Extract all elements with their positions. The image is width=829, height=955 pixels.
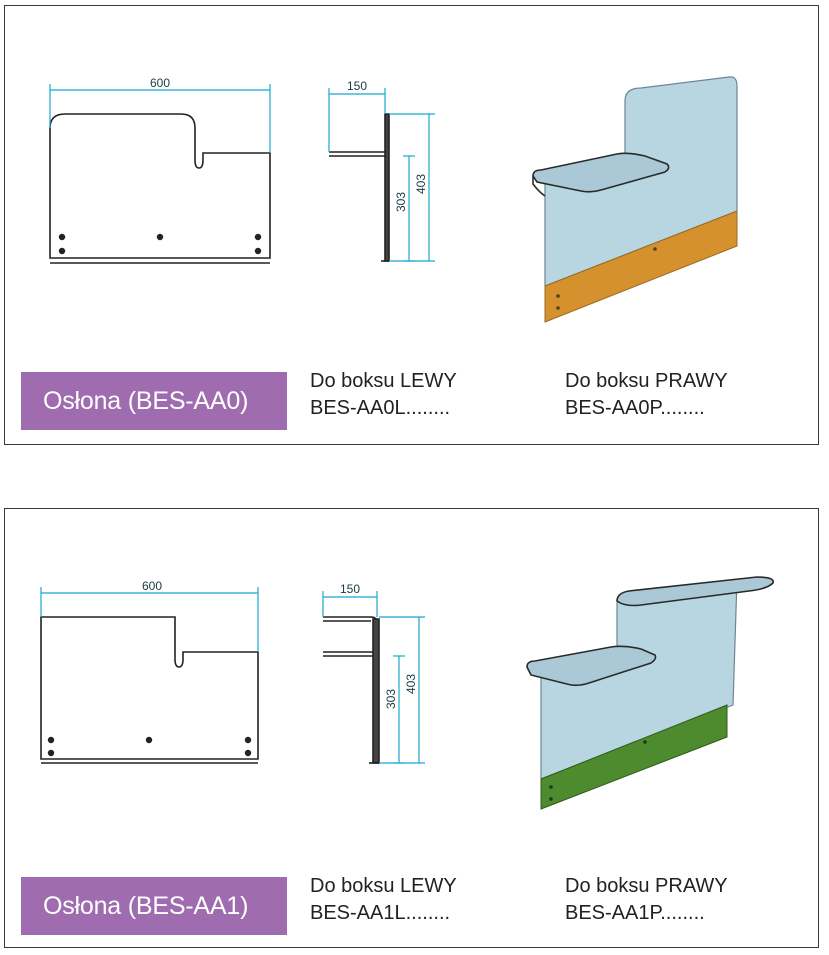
- width-dimension: [49, 84, 271, 153]
- right-variant-label: Do boksu PRAWY BES-AA1P........: [565, 873, 728, 927]
- width-dimension-label: 600: [150, 76, 170, 90]
- side-view-drawing: [323, 616, 380, 764]
- base-strip: [540, 704, 728, 810]
- outer-height-label: 403: [404, 674, 418, 694]
- left-variant-title: Do boksu LEWY: [310, 370, 457, 392]
- side-view-drawing: [329, 113, 390, 262]
- front-view-drawing: [49, 113, 271, 264]
- technical-drawings: 600 150 303 403: [40, 576, 774, 810]
- left-variant-label: Do boksu LEWY BES-AA0L........: [310, 368, 457, 422]
- product-badge: Osłona (BES-AA1): [21, 877, 287, 935]
- product-render: [526, 576, 774, 810]
- front-view-drawing: [40, 616, 259, 764]
- outer-height-label: 403: [414, 174, 428, 194]
- right-variant-title: Do boksu PRAWY: [565, 875, 728, 897]
- inner-height-label: 303: [394, 192, 408, 212]
- base-strip: [544, 210, 738, 323]
- product-panel-bes-aa0: 600 150 303 403: [4, 5, 819, 445]
- right-variant-title: Do boksu PRAWY: [565, 370, 728, 392]
- product-panel-bes-aa1: 600 150 303 403: [4, 508, 819, 948]
- side-dimensions: [322, 591, 425, 764]
- right-variant-code: BES-AA0P........: [565, 397, 705, 419]
- technical-drawings: 600 150 303 403: [49, 76, 738, 323]
- right-variant-code: BES-AA1P........: [565, 902, 705, 924]
- product-render: [532, 76, 738, 323]
- left-variant-label: Do boksu LEWY BES-AA1L........: [310, 873, 457, 927]
- inner-height-label: 303: [384, 689, 398, 709]
- product-badge: Osłona (BES-AA0): [21, 372, 287, 430]
- width-dimension: [40, 587, 259, 652]
- depth-dimension-label: 150: [340, 582, 360, 596]
- left-variant-code: BES-AA1L........: [310, 902, 451, 924]
- right-variant-label: Do boksu PRAWY BES-AA0P........: [565, 368, 728, 422]
- left-variant-code: BES-AA0L........: [310, 397, 451, 419]
- depth-dimension-label: 150: [347, 79, 367, 93]
- width-dimension-label: 600: [142, 579, 162, 593]
- left-variant-title: Do boksu LEWY: [310, 875, 457, 897]
- side-dimensions: [328, 88, 435, 262]
